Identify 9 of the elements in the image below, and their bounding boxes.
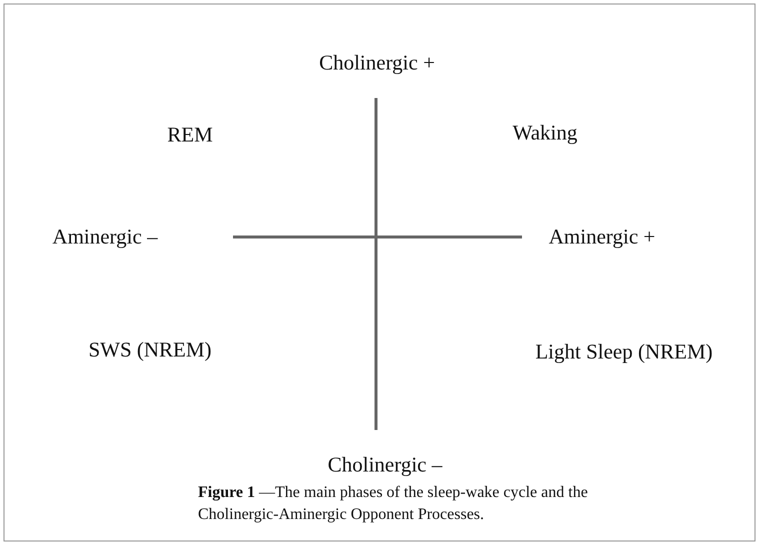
axis-label: Aminergic + xyxy=(548,224,656,250)
axis-label: SWS (NREM) xyxy=(88,338,212,362)
axis-label: Cholinergic – xyxy=(328,452,442,478)
axis-label: Light Sleep (NREM) xyxy=(535,340,713,364)
axis-label: Waking xyxy=(512,120,578,146)
axis-label: Aminergic – xyxy=(52,224,158,250)
axis-label: Cholinergic + xyxy=(319,50,435,76)
axis-label: REM xyxy=(167,122,213,148)
figure-caption: Figure 1 —The main phases of the sleep-wake cycle and the Cholinergic-Aminergic Opponent Processes. xyxy=(198,483,589,525)
